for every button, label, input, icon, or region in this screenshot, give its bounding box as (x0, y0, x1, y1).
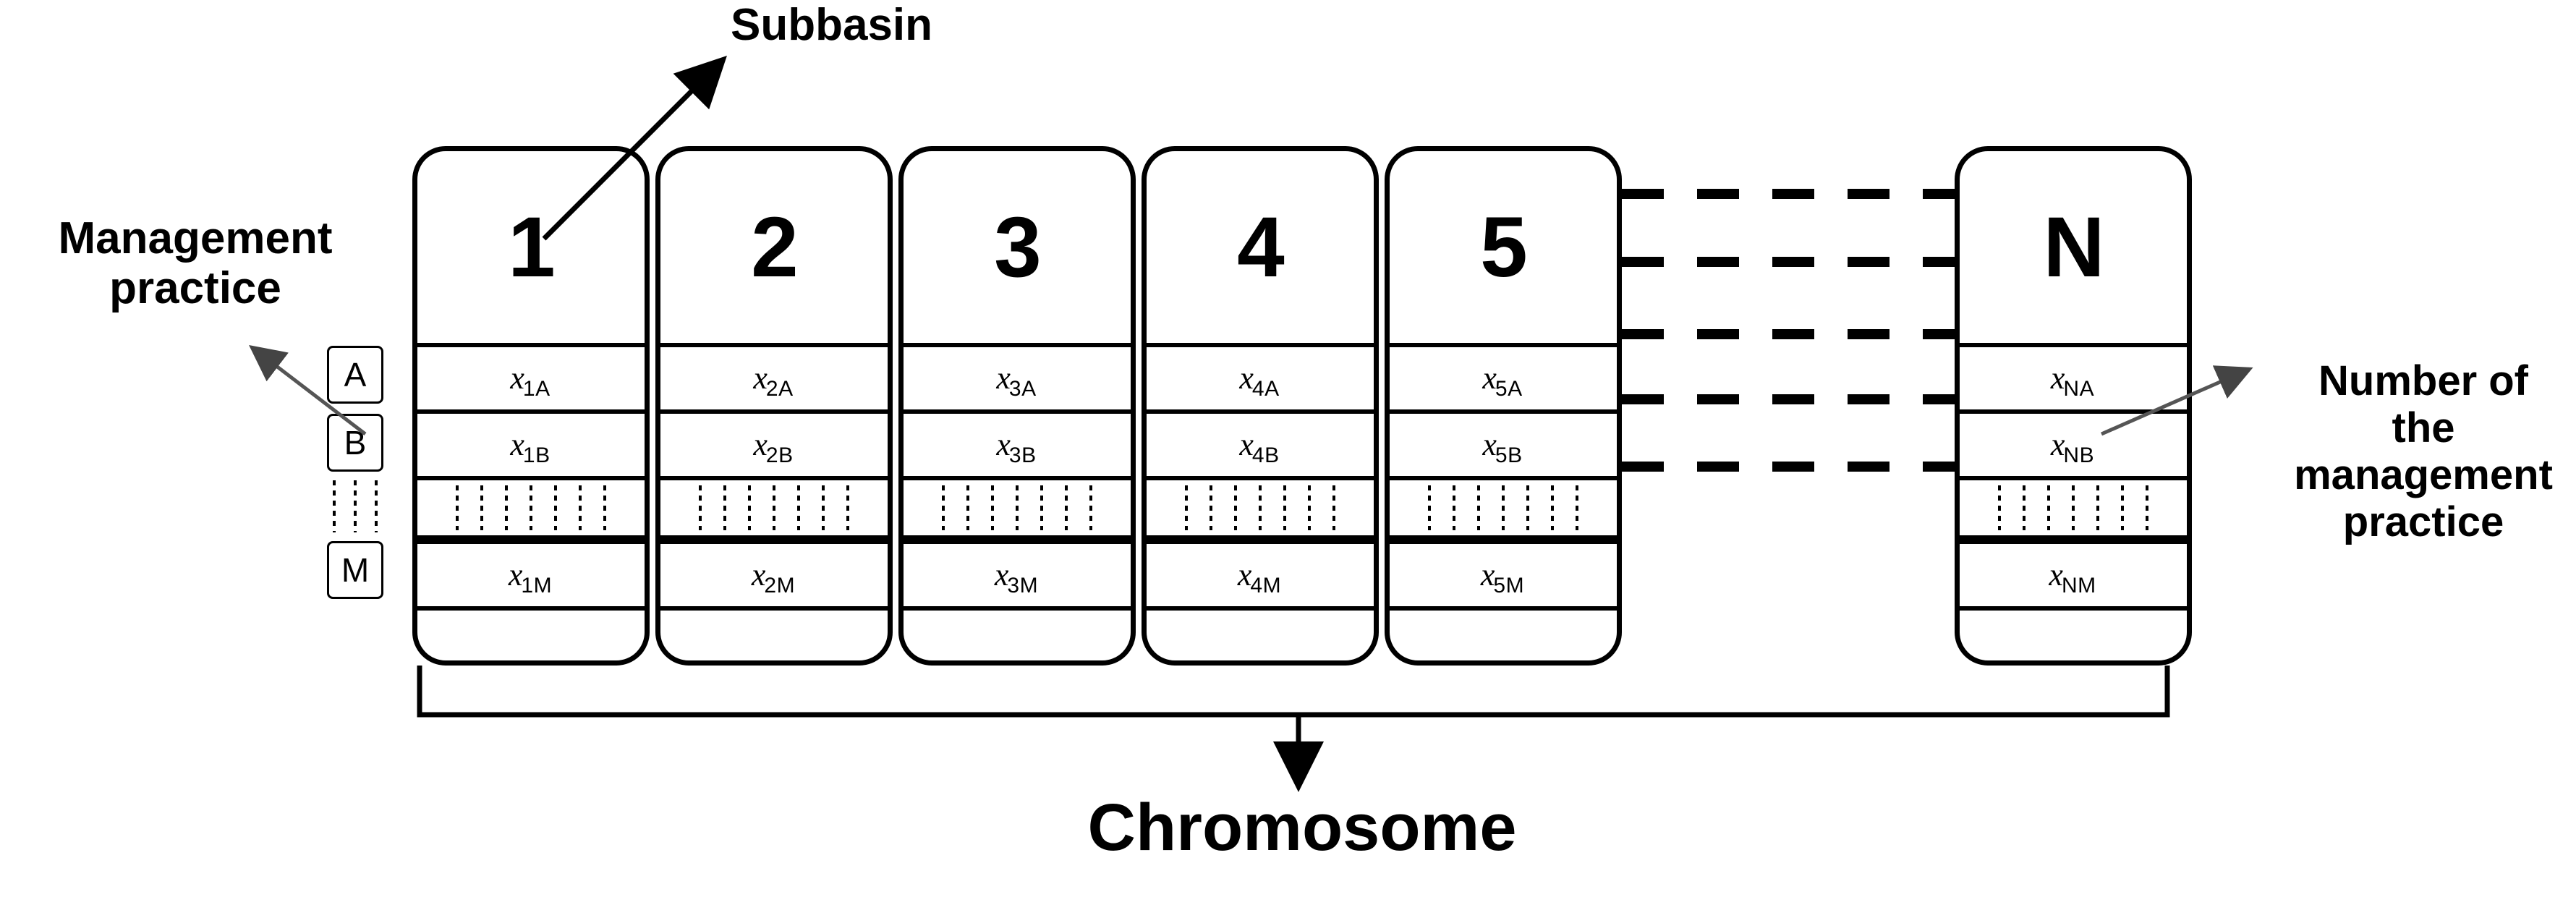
gene-value-3B: x3B (996, 427, 1037, 467)
practice-row-box-b: B (327, 414, 383, 472)
subbasin-number-2: 2 (751, 199, 799, 295)
gene-value-5A: x5A (1482, 360, 1523, 401)
gene-cell-5-footer (1390, 606, 1617, 666)
gene-cell-N-footer (1960, 606, 2187, 666)
gene-cell-4M[interactable]: x4M (1147, 540, 1374, 606)
gene-value-2B: x2B (753, 427, 794, 467)
gene-value-3A: x3A (996, 360, 1037, 401)
gene-cell-3A[interactable]: x3A (904, 343, 1131, 409)
chromosome-label: Chromosome (1087, 791, 1517, 864)
dotted-line (354, 480, 357, 532)
gene-cell-3M[interactable]: x3M (904, 540, 1131, 606)
gene-value-5M: x5M (1480, 557, 1525, 598)
gene-value-1M: x1M (508, 557, 553, 598)
gene-cell-1B[interactable]: x1B (417, 409, 645, 476)
gene-cell-4-ellipsis (1147, 476, 1374, 540)
gene-cell-4A[interactable]: x4A (1147, 343, 1374, 409)
gene-cell-NB[interactable]: xNB (1960, 409, 2187, 476)
dotted-line (375, 480, 378, 532)
gene-value-4M: x4M (1237, 557, 1282, 598)
gene-cell-2B[interactable]: x2B (660, 409, 888, 476)
practice-row-ellipsis (333, 480, 378, 532)
gene-value-NB: xNB (2050, 427, 2095, 467)
subbasin-column-3[interactable]: 3 x3A x3B x3M (898, 146, 1136, 666)
chromosome-bracket (417, 666, 2170, 718)
gene-cell-NA[interactable]: xNA (1960, 343, 2187, 409)
gene-value-1A: x1A (510, 360, 551, 401)
subbasin-number-5: 5 (1480, 199, 1528, 295)
gene-cell-1-footer (417, 606, 645, 666)
gene-cell-1M[interactable]: x1M (417, 540, 645, 606)
subbasin-column-2[interactable]: 2 x2A x2B x2M (655, 146, 893, 666)
gene-value-NM: xNM (2049, 557, 2096, 598)
practice-row-box-a: A (327, 346, 383, 404)
gene-value-3M: x3M (994, 557, 1039, 598)
gene-value-4A: x4A (1239, 360, 1280, 401)
practice-row-box-m: M (327, 541, 383, 599)
gene-cell-N-ellipsis (1960, 476, 2187, 540)
practice-row-label-m: M (341, 551, 370, 589)
dotted-line (333, 480, 336, 532)
gene-cell-5B[interactable]: x5B (1390, 409, 1617, 476)
gene-value-2M: x2M (751, 557, 796, 598)
gene-cell-3B[interactable]: x3B (904, 409, 1131, 476)
gene-cell-1-ellipsis (417, 476, 645, 540)
practice-row-label-b: B (344, 424, 367, 462)
gene-cell-2-footer (660, 606, 888, 666)
gene-cell-5A[interactable]: x5A (1390, 343, 1617, 409)
subbasin-number-4: 4 (1237, 199, 1285, 295)
gene-cell-3-footer (904, 606, 1131, 666)
subbasin-column-5[interactable]: 5 x5A x5B x5M (1385, 146, 1622, 666)
gene-cell-2-ellipsis (660, 476, 888, 540)
gene-value-5B: x5B (1482, 427, 1523, 467)
gene-cell-1A[interactable]: x1A (417, 343, 645, 409)
gene-cell-5M[interactable]: x5M (1390, 540, 1617, 606)
management-practice-label: Management practice (58, 213, 333, 314)
gene-cell-2M[interactable]: x2M (660, 540, 888, 606)
gene-cell-4-footer (1147, 606, 1374, 666)
gene-cell-4B[interactable]: x4B (1147, 409, 1374, 476)
subbasin-column-4[interactable]: 4 x4A x4B x4M (1142, 146, 1379, 666)
continuation-dashed-lines (1622, 189, 1957, 472)
subbasin-column-1[interactable]: 1 x1A x1B x1M (412, 146, 650, 666)
subbasin-column-n[interactable]: N xNA xNB xNM (1955, 146, 2192, 666)
gene-value-1B: x1B (510, 427, 551, 467)
practice-row-label-a: A (344, 356, 367, 394)
number-of-management-practice-label: Number of the management practice (2294, 357, 2553, 545)
gene-value-4B: x4B (1239, 427, 1280, 467)
gene-cell-3-ellipsis (904, 476, 1131, 540)
gene-cell-NM[interactable]: xNM (1960, 540, 2187, 606)
gene-value-2A: x2A (753, 360, 794, 401)
subbasin-number-1: 1 (508, 199, 556, 295)
subbasin-number-3: 3 (994, 199, 1042, 295)
gene-value-NA: xNA (2050, 360, 2095, 401)
gene-cell-2A[interactable]: x2A (660, 343, 888, 409)
subbasin-label: Subbasin (731, 0, 933, 50)
subbasin-number-n: N (2043, 199, 2104, 295)
gene-cell-5-ellipsis (1390, 476, 1617, 540)
